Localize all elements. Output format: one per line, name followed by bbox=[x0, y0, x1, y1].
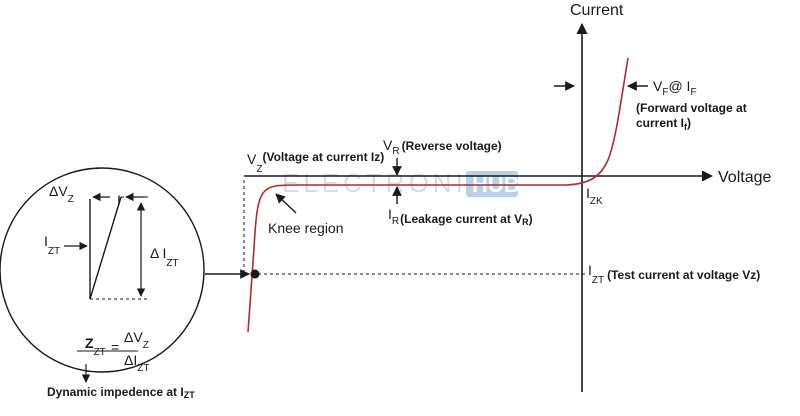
inset-slope-line bbox=[89, 196, 122, 300]
ir-label: IR(Leakage current at VR) bbox=[388, 206, 533, 227]
diode-characteristic-curve bbox=[247, 57, 629, 333]
watermark-badge bbox=[466, 171, 518, 197]
dynamic-impedance-caption: Dynamic impedence at IZT bbox=[47, 385, 195, 400]
inset-numerator: ΔVZ bbox=[124, 329, 149, 351]
dynamic-impedance-inset: ΔVZ I IZT Δ IZT ZZT = ΔVZ ΔIZT bbox=[0, 167, 205, 383]
watermark: ELECTRONICS HUB bbox=[282, 168, 520, 198]
inset-dvz-label: ΔVZ bbox=[49, 183, 74, 205]
forward-note-line-2: current If) bbox=[636, 116, 691, 132]
vf-label: VF@ IF bbox=[653, 78, 697, 98]
inset-izt-label: IZT bbox=[44, 233, 60, 257]
y-axis-title: Current bbox=[570, 2, 624, 19]
inset-dizt-label: Δ IZT bbox=[150, 245, 179, 269]
vz-label: VZ(Voltage at current Iz) bbox=[247, 150, 384, 175]
forward-note-line-1: (Forward voltage at bbox=[636, 101, 747, 115]
vr-label: VR(Reverse voltage) bbox=[383, 137, 502, 157]
izt-label: IZT(Test current at voltage Vz) bbox=[588, 262, 760, 286]
inset-denominator: ΔIZT bbox=[124, 352, 149, 374]
inset-zzt-label: ZZT bbox=[85, 335, 106, 358]
izk-label: IZK bbox=[586, 185, 603, 207]
test-point-marker bbox=[250, 269, 260, 279]
inset-i-mark: I bbox=[117, 192, 121, 208]
knee-arrow bbox=[275, 193, 297, 214]
inset-equals: = bbox=[111, 339, 119, 355]
x-axis-title: Voltage bbox=[718, 169, 771, 186]
inset-circle bbox=[0, 167, 205, 373]
knee-region-label: Knee region bbox=[268, 220, 344, 236]
